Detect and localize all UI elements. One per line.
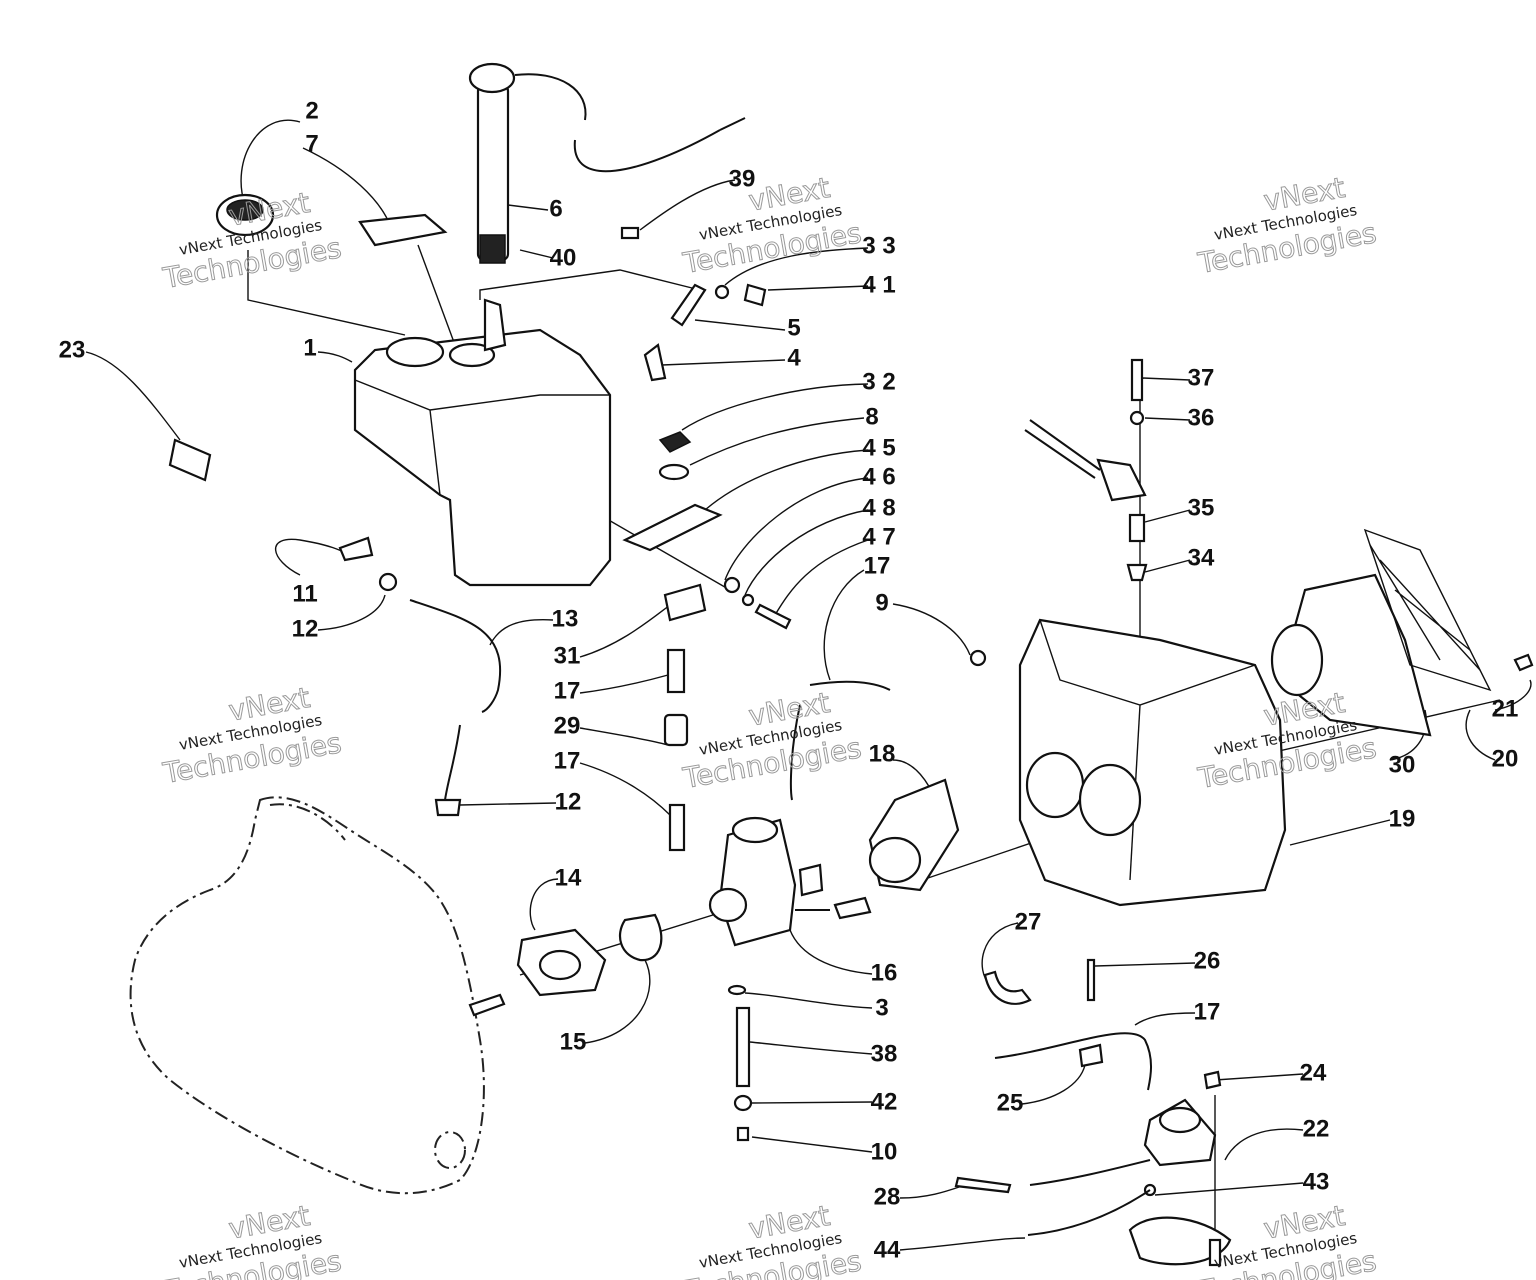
- part-label-p18: 18: [869, 740, 896, 767]
- part-label-p12b: 12: [555, 788, 582, 815]
- part-label-p28: 28: [874, 1183, 901, 1210]
- part-label-p4: 4: [787, 344, 801, 371]
- fuel-line-assembly: [663, 583, 707, 852]
- part-label-p46: 4 6: [862, 463, 895, 490]
- part-label-p33: 3 3: [862, 232, 895, 259]
- hose-clamp: [618, 913, 663, 962]
- part-label-p10: 10: [871, 1138, 898, 1165]
- part-label-p36: 36: [1188, 404, 1215, 431]
- part-label-p34: 34: [1188, 544, 1215, 571]
- plug: [1513, 653, 1534, 672]
- part-label-p11: 11: [292, 580, 317, 607]
- hoses-left: [338, 536, 501, 817]
- part-label-p13: 13: [552, 605, 579, 632]
- part-label-p15: 15: [560, 1028, 587, 1055]
- part-label-p23: 23: [59, 336, 86, 363]
- part-label-p29: 29: [554, 712, 581, 739]
- part-label-p48: 4 8: [862, 494, 895, 521]
- part-label-p1: 1: [303, 334, 316, 361]
- leader-lines: [85, 119, 1532, 1251]
- part-label-p39: 39: [729, 165, 756, 192]
- part-label-p32: 3 2: [862, 368, 895, 395]
- part-label-p16: 16: [871, 959, 898, 986]
- airbox: [969, 618, 1287, 907]
- part-label-p5: 5: [787, 314, 800, 341]
- fuel-pump: [1029, 1070, 1222, 1197]
- part-label-p9: 9: [875, 589, 888, 616]
- hose-upper-right: [789, 680, 891, 801]
- carb-hardware: [727, 984, 753, 1142]
- fuel-gauge: [468, 62, 746, 264]
- part-label-p24: 24: [1300, 1059, 1327, 1086]
- part-label-p42: 42: [871, 1088, 898, 1115]
- part-label-p25: 25: [997, 1089, 1024, 1116]
- wire-connector: [1024, 419, 1147, 502]
- part-label-p41: 4 1: [862, 271, 895, 298]
- part-label-p38: 38: [871, 1040, 898, 1067]
- lower-parts: [954, 1176, 1232, 1267]
- part-label-p44: 44: [874, 1236, 901, 1263]
- part-label-p21: 21: [1492, 695, 1519, 722]
- part-label-p37: 37: [1188, 364, 1215, 391]
- part-label-p17a: 17: [554, 677, 581, 704]
- part-label-p22: 22: [1303, 1115, 1330, 1142]
- part-label-p35: 35: [1188, 494, 1215, 521]
- part-label-p19: 19: [1389, 805, 1416, 832]
- part-label-p12a: 12: [292, 615, 319, 642]
- warning-plate: [168, 438, 212, 482]
- screw-stack: [1126, 358, 1148, 582]
- intake-boot: [868, 778, 960, 892]
- part-label-p40: 40: [550, 244, 577, 271]
- intake-flange: [468, 928, 607, 1017]
- tank-cap: [215, 193, 275, 237]
- part-label-p20: 20: [1492, 745, 1519, 772]
- part-label-p30: 30: [1389, 751, 1416, 778]
- part-label-p17b: 17: [554, 747, 581, 774]
- screen-mesh: [1363, 528, 1492, 692]
- part-label-p3: 3: [875, 994, 888, 1021]
- lower-right-hardware: [983, 958, 1152, 1091]
- part-label-p26: 26: [1194, 947, 1221, 974]
- decal: [358, 213, 448, 247]
- part-label-p43: 43: [1303, 1168, 1330, 1195]
- part-label-p17c: 17: [864, 552, 891, 579]
- part-label-p7: 7: [305, 130, 318, 157]
- carburetor: [708, 816, 872, 947]
- bracket-stack: [622, 431, 792, 630]
- fuel-tank: [353, 298, 612, 587]
- engine-outline: [129, 796, 485, 1195]
- part-label-p47: 4 7: [862, 523, 895, 550]
- hardware-upper: [620, 226, 767, 382]
- silencer-tube: [1270, 573, 1432, 737]
- part-label-p45: 4 5: [862, 434, 895, 461]
- part-label-p17d: 17: [1194, 998, 1221, 1025]
- part-label-p27: 27: [1015, 908, 1042, 935]
- part-label-p8: 8: [865, 403, 878, 430]
- part-label-p14: 14: [555, 864, 582, 891]
- part-label-p6: 6: [549, 195, 562, 222]
- part-label-p31: 31: [554, 642, 581, 669]
- part-label-p2: 2: [305, 97, 318, 124]
